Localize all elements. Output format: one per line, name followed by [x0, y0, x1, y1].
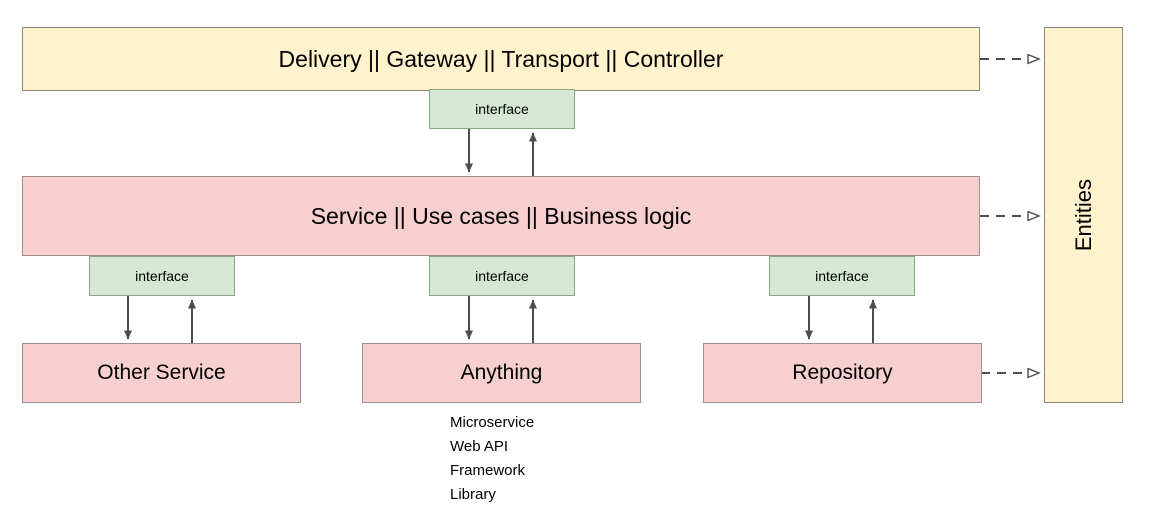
component-anything[interactable]: Anything	[362, 343, 641, 403]
interface-delivery-to-service[interactable]: interface	[429, 89, 575, 129]
component-anything-label: Anything	[460, 360, 543, 384]
interface-service-to-anything[interactable]: interface	[429, 256, 575, 296]
interface-service-to-other-service-label: interface	[135, 267, 189, 284]
list-item: Library	[450, 486, 496, 503]
layer-entities-label: Entities	[1070, 178, 1096, 252]
list-item: Framework	[450, 462, 526, 479]
interface-service-to-other-service[interactable]: interface	[89, 256, 235, 296]
layer-delivery[interactable]: Delivery || Gateway || Transport || Cont…	[22, 27, 980, 91]
layer-service-label: Service || Use cases || Business logic	[310, 202, 692, 229]
component-repository-label: Repository	[792, 360, 893, 384]
list-item: Web API	[450, 438, 509, 455]
layer-entities[interactable]: Entities	[1044, 27, 1123, 403]
component-repository[interactable]: Repository	[703, 343, 982, 403]
interface-service-to-repository-label: interface	[815, 267, 869, 284]
anything-examples-list: Microservice Web API Framework Library	[450, 411, 534, 507]
interface-delivery-to-service-label: interface	[475, 100, 529, 117]
component-other-service[interactable]: Other Service	[22, 343, 301, 403]
component-other-service-label: Other Service	[97, 360, 226, 384]
interface-service-to-anything-label: interface	[475, 267, 529, 284]
list-item: Microservice	[450, 414, 535, 431]
interface-service-to-repository[interactable]: interface	[769, 256, 915, 296]
layer-service[interactable]: Service || Use cases || Business logic	[22, 176, 980, 256]
layer-delivery-label: Delivery || Gateway || Transport || Cont…	[278, 45, 724, 72]
